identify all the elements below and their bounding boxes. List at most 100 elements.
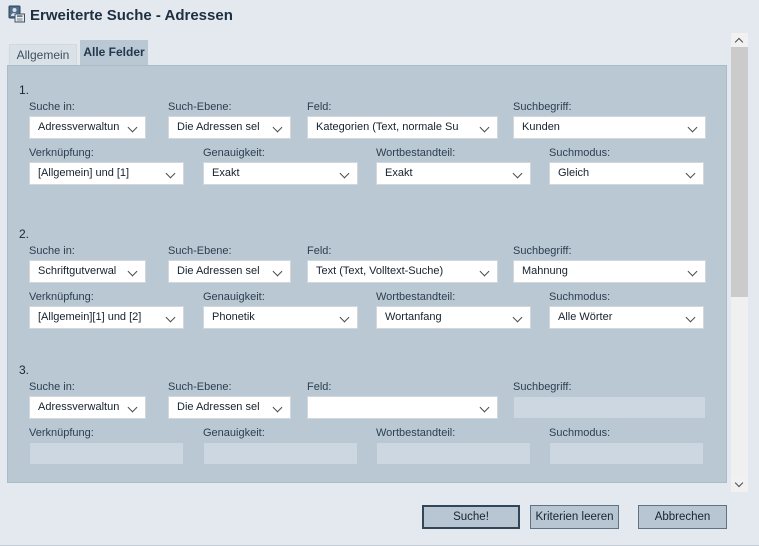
chevron-down-icon [127, 266, 138, 277]
label-suchbegriff: Suchbegriff: [513, 245, 572, 257]
chevron-down-icon [339, 168, 350, 179]
scrollbar-thumb[interactable] [731, 47, 748, 297]
combo-suche-in-3[interactable]: Adressverwaltun [29, 396, 146, 419]
label-feld: Feld: [307, 245, 332, 257]
abbrechen-button[interactable]: Abbrechen [638, 505, 727, 529]
label-such-ebene: Such-Ebene: [168, 381, 232, 393]
combo-suche-in-2[interactable]: Schriftgutverwal [29, 260, 146, 283]
chevron-down-icon [687, 266, 698, 277]
chevron-down-icon [685, 168, 696, 179]
section-number: 1. [19, 83, 30, 97]
label-feld: Feld: [307, 101, 332, 113]
chevron-down-icon [165, 168, 176, 179]
label-suche-in: Suche in: [29, 245, 75, 257]
vertical-scrollbar[interactable] [731, 33, 748, 492]
dialog-title: Erweiterte Suche - Adressen [30, 7, 233, 24]
scrollbar-up-button[interactable] [731, 33, 748, 48]
label-wortbestandteil: Wortbestandteil: [376, 427, 456, 439]
combo-suchbegriff-1[interactable]: Kunden [513, 116, 706, 139]
chevron-down-icon [272, 122, 283, 133]
combo-value: Exakt [212, 167, 240, 179]
field-wortbestandteil-3-disabled [376, 442, 531, 465]
chevron-down-icon [127, 402, 138, 413]
chevron-down-icon [479, 266, 490, 277]
combo-value: Kunden [522, 121, 560, 133]
combo-value: Die Adressen sel [177, 265, 260, 277]
address-book-save-icon [8, 5, 26, 23]
chevron-up-icon [734, 37, 744, 47]
combo-suchmodus-2[interactable]: Alle Wörter [549, 306, 704, 329]
kriterien-leeren-button[interactable]: Kriterien leeren [530, 505, 619, 529]
label-suche-in: Suche in: [29, 101, 75, 113]
combo-value: Die Adressen sel [177, 121, 260, 133]
label-suchbegriff: Suchbegriff: [513, 381, 572, 393]
field-suchbegriff-3-disabled [513, 396, 706, 419]
label-genauigkeit: Genauigkeit: [203, 427, 265, 439]
combo-suche-in-1[interactable]: Adressverwaltun [29, 116, 146, 139]
label-verknuepfung: Verknüpfung: [29, 147, 94, 159]
chevron-down-icon [512, 168, 523, 179]
combo-such-ebene-3[interactable]: Die Adressen sel [168, 396, 291, 419]
search-criteria-panel: 1. Suche in: Such-Ebene: Feld: Suchbegri… [7, 65, 727, 483]
combo-value: Adressverwaltun [38, 121, 120, 133]
combo-value: [Allgemein][1] und [2] [38, 311, 142, 323]
label-such-ebene: Such-Ebene: [168, 245, 232, 257]
chevron-down-icon [272, 402, 283, 413]
scrollbar-down-button[interactable] [731, 477, 748, 492]
chevron-down-icon [685, 312, 696, 323]
combo-genauigkeit-1[interactable]: Exakt [203, 162, 358, 185]
field-verknuepfung-3-disabled [29, 442, 184, 465]
label-verknuepfung: Verknüpfung: [29, 427, 94, 439]
combo-feld-3[interactable] [307, 396, 498, 419]
combo-such-ebene-1[interactable]: Die Adressen sel [168, 116, 291, 139]
label-such-ebene: Such-Ebene: [168, 101, 232, 113]
combo-value: Exakt [385, 167, 413, 179]
combo-suchbegriff-2[interactable]: Mahnung [513, 260, 706, 283]
suche-button[interactable]: Suche! [422, 505, 520, 529]
combo-genauigkeit-2[interactable]: Phonetik [203, 306, 358, 329]
combo-value: Schriftgutverwal [38, 265, 117, 277]
label-suchmodus: Suchmodus: [549, 427, 611, 439]
tab-alle-felder[interactable]: Alle Felder [80, 40, 148, 65]
combo-value: Mahnung [522, 265, 568, 277]
label-genauigkeit: Genauigkeit: [203, 291, 265, 303]
label-feld: Feld: [307, 381, 332, 393]
chevron-down-icon [165, 312, 176, 323]
combo-suchmodus-1[interactable]: Gleich [549, 162, 704, 185]
chevron-down-icon [127, 122, 138, 133]
combo-feld-2[interactable]: Text (Text, Volltext-Suche) [307, 260, 498, 283]
combo-value: [Allgemein] und [1] [38, 167, 130, 179]
label-suchbegriff: Suchbegriff: [513, 101, 572, 113]
tab-allgemein[interactable]: Allgemein [9, 44, 77, 65]
chevron-down-icon [339, 312, 350, 323]
combo-wortbestandteil-2[interactable]: Wortanfang [376, 306, 531, 329]
chevron-down-icon [272, 266, 283, 277]
label-suchmodus: Suchmodus: [549, 291, 611, 303]
chevron-down-icon [479, 122, 490, 133]
chevron-down-icon [687, 122, 698, 133]
label-genauigkeit: Genauigkeit: [203, 147, 265, 159]
combo-value: Gleich [558, 167, 590, 179]
combo-value: Adressverwaltun [38, 401, 120, 413]
chevron-down-icon [479, 402, 490, 413]
combo-value: Kategorien (Text, normale Su [316, 121, 459, 133]
criteria-section-1: 1. Suche in: Such-Ebene: Feld: Suchbegri… [8, 83, 726, 189]
combo-wortbestandteil-1[interactable]: Exakt [376, 162, 531, 185]
chevron-down-icon [734, 478, 744, 488]
combo-verknuepfung-1[interactable]: [Allgemein] und [1] [29, 162, 184, 185]
label-verknuepfung: Verknüpfung: [29, 291, 94, 303]
combo-feld-1[interactable]: Kategorien (Text, normale Su [307, 116, 498, 139]
combo-verknuepfung-2[interactable]: [Allgemein][1] und [2] [29, 306, 184, 329]
combo-value: Phonetik [212, 311, 255, 323]
label-wortbestandteil: Wortbestandteil: [376, 291, 456, 303]
criteria-section-3: 3. Suche in: Such-Ebene: Feld: Suchbegri… [8, 363, 726, 469]
combo-such-ebene-2[interactable]: Die Adressen sel [168, 260, 291, 283]
section-number: 2. [19, 227, 30, 241]
combo-value: Text (Text, Volltext-Suche) [316, 265, 444, 277]
field-suchmodus-3-disabled [549, 442, 704, 465]
combo-value: Alle Wörter [558, 311, 613, 323]
criteria-section-2: 2. Suche in: Such-Ebene: Feld: Suchbegri… [8, 227, 726, 333]
combo-value: Die Adressen sel [177, 401, 260, 413]
combo-value: Wortanfang [385, 311, 442, 323]
